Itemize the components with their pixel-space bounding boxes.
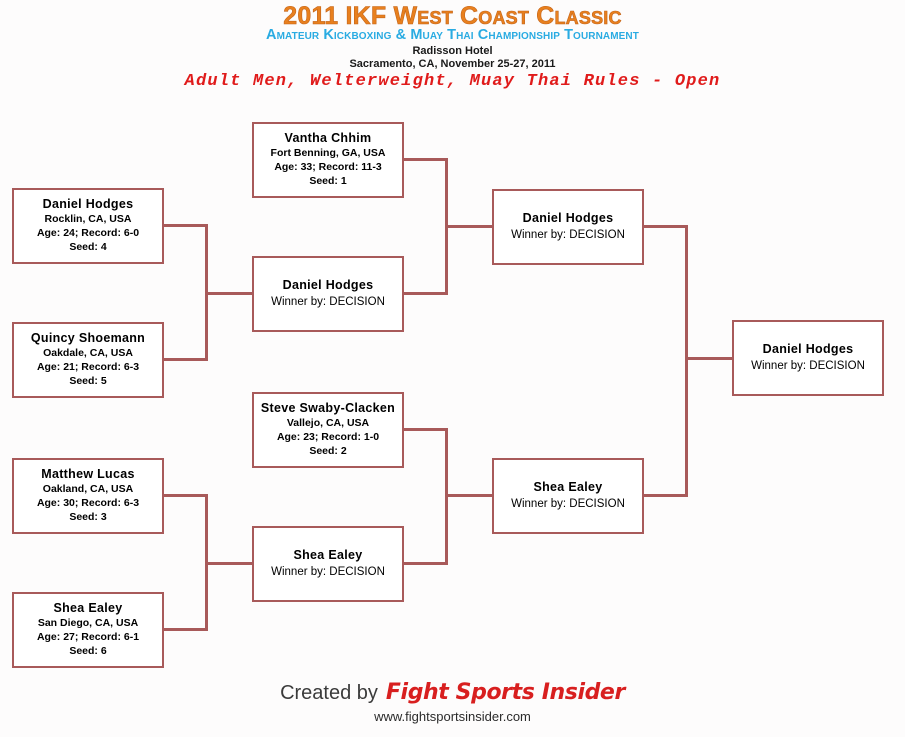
bracket-box-champion[interactable]: Daniel Hodges Winner by: DECISION xyxy=(732,320,884,396)
footer-credit: Created by Fight Sports Insider xyxy=(0,680,905,705)
connector-sf-1-stub xyxy=(644,494,688,497)
connector-r2-pairA-feed xyxy=(445,225,492,228)
bracket-box-round1-3[interactable]: Shea Ealey San Diego, CA, USA Age: 27; R… xyxy=(12,592,164,668)
competitor-city: Rocklin, CA, USA xyxy=(44,213,132,226)
page-subtitle: Amateur Kickboxing & Muay Thai Champions… xyxy=(266,27,639,43)
bracket-box-round1-2[interactable]: Matthew Lucas Oakland, CA, USA Age: 30; … xyxy=(12,458,164,534)
competitor-seed: Seed: 2 xyxy=(309,444,347,457)
competitor-name: Steve Swaby-Clacken xyxy=(260,401,396,416)
competitor-name: Matthew Lucas xyxy=(41,467,135,482)
competitor-record: Age: 23; Record: 1-0 xyxy=(276,430,380,443)
competitor-city: Oakdale, CA, USA xyxy=(43,347,133,360)
connector-r2-1-stub xyxy=(404,292,448,295)
winner-method: Winner by: DECISION xyxy=(511,497,625,510)
bracket-box-round2-2[interactable]: Steve Swaby-Clacken Vallejo, CA, USA Age… xyxy=(252,392,404,468)
connector-r1-1-stub xyxy=(164,358,208,361)
competitor-record: Age: 30; Record: 6-3 xyxy=(36,496,140,509)
competitor-name: Daniel Hodges xyxy=(282,278,374,293)
competitor-seed: Seed: 4 xyxy=(69,240,107,253)
competitor-seed: Seed: 6 xyxy=(69,644,107,657)
venue-name: Radisson Hotel xyxy=(412,45,493,57)
bracket-box-round2-1[interactable]: Daniel Hodges Winner by: DECISION xyxy=(252,256,404,332)
competitor-seed: Seed: 3 xyxy=(69,510,107,523)
competitor-city: Fort Benning, GA, USA xyxy=(270,147,386,160)
connector-r1-0-stub xyxy=(164,224,208,227)
connector-r1-pairB-feed xyxy=(205,562,252,565)
competitor-record: Age: 21; Record: 6-3 xyxy=(36,360,140,373)
bracket-box-round2-3[interactable]: Shea Ealey Winner by: DECISION xyxy=(252,526,404,602)
competitor-name: Daniel Hodges xyxy=(522,211,614,226)
footer-url[interactable]: www.fightsportsinsider.com xyxy=(374,709,531,724)
winner-method: Winner by: DECISION xyxy=(271,565,385,578)
connector-r2-0-stub xyxy=(404,158,448,161)
bracket-box-semifinal-1[interactable]: Shea Ealey Winner by: DECISION xyxy=(492,458,644,534)
competitor-record: Age: 27; Record: 6-1 xyxy=(36,630,140,643)
connector-sf-0-stub xyxy=(644,225,688,228)
competitor-city: Oakland, CA, USA xyxy=(42,483,134,496)
competitor-record: Age: 24; Record: 6-0 xyxy=(36,226,140,239)
competitor-city: Vallejo, CA, USA xyxy=(286,417,370,430)
venue-location-date: Sacramento, CA, November 25-27, 2011 xyxy=(349,58,556,70)
competitor-name: Shea Ealey xyxy=(293,548,363,563)
connector-r1-3-stub xyxy=(164,628,208,631)
division-title: Adult Men, Welterweight, Muay Thai Rules… xyxy=(184,72,721,91)
connector-r1-pairA-feed xyxy=(205,292,252,295)
connector-r2-pairB-feed xyxy=(445,494,492,497)
competitor-name: Vantha Chhim xyxy=(284,131,372,146)
competitor-name: Shea Ealey xyxy=(533,480,603,495)
competitor-record: Age: 33; Record: 11-3 xyxy=(274,160,382,173)
connector-final-v xyxy=(685,225,688,497)
competitor-name: Daniel Hodges xyxy=(762,342,854,357)
connector-final-feed xyxy=(685,357,732,360)
bracket-box-round1-0[interactable]: Daniel Hodges Rocklin, CA, USA Age: 24; … xyxy=(12,188,164,264)
fight-sports-insider-logo: Fight Sports Insider xyxy=(385,680,625,705)
connector-r1-2-stub xyxy=(164,494,208,497)
competitor-name: Quincy Shoemann xyxy=(30,331,146,346)
bracket-box-semifinal-0[interactable]: Daniel Hodges Winner by: DECISION xyxy=(492,189,644,265)
bracket-box-round1-1[interactable]: Quincy Shoemann Oakdale, CA, USA Age: 21… xyxy=(12,322,164,398)
winner-method: Winner by: DECISION xyxy=(751,359,865,372)
bracket-box-round2-0[interactable]: Vantha Chhim Fort Benning, GA, USA Age: … xyxy=(252,122,404,198)
connector-r2-3-stub xyxy=(404,562,448,565)
competitor-seed: Seed: 1 xyxy=(309,174,347,187)
competitor-seed: Seed: 5 xyxy=(69,374,107,387)
competitor-name: Daniel Hodges xyxy=(42,197,134,212)
winner-method: Winner by: DECISION xyxy=(271,295,385,308)
connector-r2-2-stub xyxy=(404,428,448,431)
winner-method: Winner by: DECISION xyxy=(511,228,625,241)
competitor-city: San Diego, CA, USA xyxy=(37,617,139,630)
footer-created-by-label: Created by xyxy=(280,682,378,704)
page-title: 2011 IKF West Coast Classic xyxy=(283,2,622,31)
competitor-name: Shea Ealey xyxy=(53,601,123,616)
